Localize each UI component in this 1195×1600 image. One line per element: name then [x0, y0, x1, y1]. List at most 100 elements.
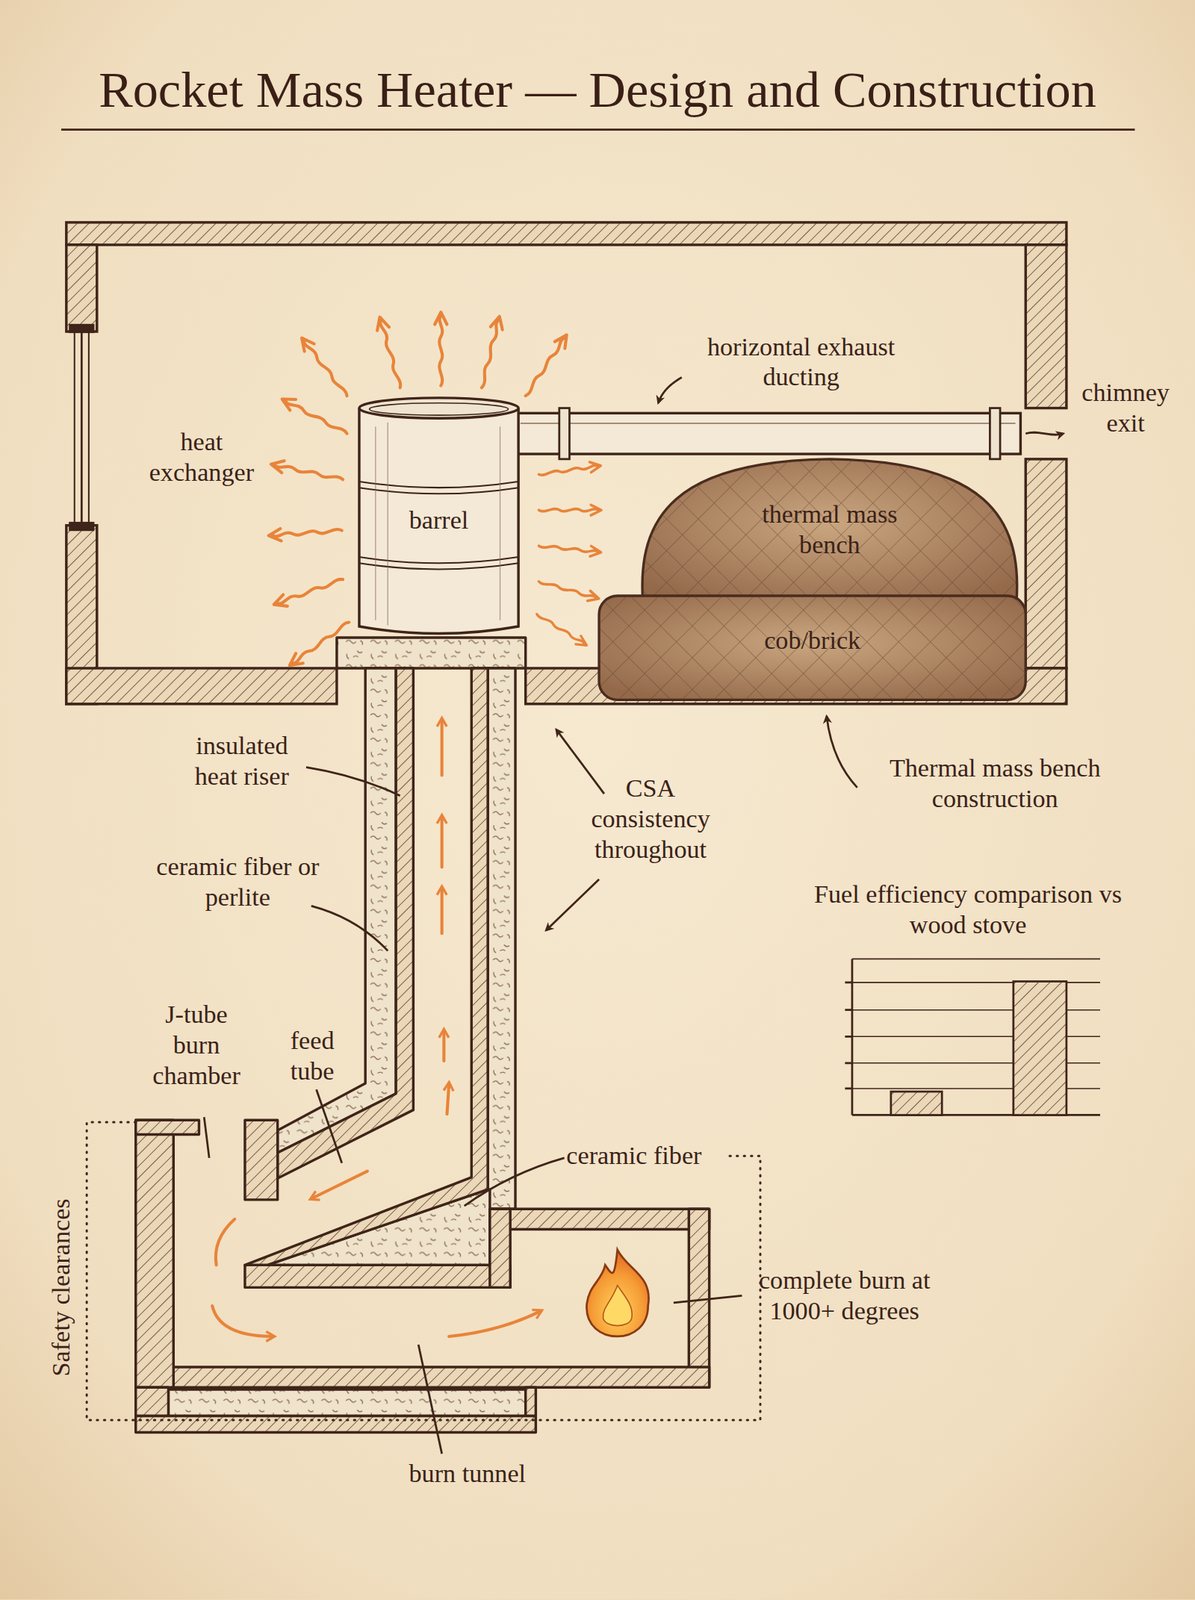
svg-use: [434, 312, 447, 386]
svg-path: [440, 719, 444, 776]
annotation-label: J-tube burn chamber: [142, 1000, 250, 1092]
svg-use: [268, 524, 343, 542]
svg-line: [73, 332, 76, 523]
svg-rect: [135, 1367, 710, 1388]
svg-path: [464, 1158, 565, 1207]
annotation-label: Safety clearances: [45, 1175, 77, 1401]
svg-svg: [634, 454, 1025, 604]
exhaust-pipe: [515, 408, 1064, 460]
svg-use: [374, 315, 407, 390]
svg-path: [545, 879, 599, 931]
svg-path: [442, 1030, 446, 1062]
svg-path: [203, 1117, 210, 1159]
svg-path: [215, 1219, 235, 1266]
svg-path: [844, 982, 853, 1089]
svg-path: [446, 1083, 449, 1115]
svg-path: [311, 1171, 368, 1200]
svg-rect: [598, 596, 1026, 700]
svg-rect: [891, 1091, 942, 1116]
annotation-label: feed tube: [277, 1025, 348, 1087]
svg-path: [586, 1250, 649, 1337]
svg-use: [538, 504, 602, 516]
svg-rect: [168, 1389, 526, 1417]
svg-use: [475, 315, 506, 390]
flame: [586, 1250, 649, 1337]
svg-ellipse: [359, 398, 519, 419]
svg-path: [556, 729, 605, 794]
svg-rect: [487, 668, 516, 1210]
svg-rect: [66, 222, 1067, 245]
svg-path: [440, 888, 444, 934]
svg-path: [673, 1295, 743, 1304]
annotation-label: horizontal exhaust ducting: [683, 331, 918, 393]
svg-rect: [69, 522, 95, 532]
bench-base-node: cob/brick: [596, 593, 1028, 703]
svg-rect: [66, 244, 98, 332]
annotation-label: Thermal mass bench construction: [857, 752, 1134, 815]
svg-line: [852, 958, 1101, 961]
svg-rect: [244, 1265, 511, 1288]
svg-path: [657, 377, 682, 404]
svg-rect: [66, 668, 337, 705]
svg-rect: [559, 408, 570, 460]
diagram-title: Rocket Mass Heater — Design and Construc…: [0, 59, 1195, 121]
svg-path: [311, 905, 388, 951]
svg-rect: [135, 1120, 175, 1388]
svg-rect: [525, 1387, 537, 1417]
annotation-label: CSA consistency throughout: [576, 773, 725, 866]
svg-use: [537, 460, 602, 480]
annotation-label: ceramic fiber or perlite: [155, 852, 321, 914]
node-label: cob/brick: [659, 625, 966, 657]
bench-mound-node: thermal mass bench: [634, 454, 1025, 604]
annotation-label: Fuel efficiency comparison vs wood stove: [812, 879, 1125, 942]
svg-use: [297, 334, 352, 401]
svg-rect: [1013, 981, 1067, 1116]
svg-polygon: [277, 668, 397, 1154]
annotation-label: heat exchanger: [137, 426, 266, 488]
svg-path: [359, 481, 519, 570]
rocket-core: [135, 637, 710, 1433]
svg-ellipse: [369, 403, 509, 416]
svg-path: [359, 408, 519, 635]
svg-path: [306, 767, 401, 797]
heat-waves: [268, 312, 602, 671]
svg-path: [826, 716, 858, 788]
svg-rect: [989, 408, 1001, 460]
svg-rect: [598, 596, 1026, 700]
svg-path: [418, 1345, 442, 1455]
svg-path: [212, 1306, 274, 1337]
annotation-label: ceramic fiber: [566, 1141, 740, 1172]
room-walls: [66, 222, 1067, 705]
svg-use: [271, 573, 346, 611]
node-label: barrel: [362, 504, 516, 536]
svg-rect: [69, 324, 95, 334]
svg-use: [538, 540, 602, 558]
svg-path: [642, 459, 1018, 602]
svg-rect: [1025, 244, 1067, 409]
svg-rect: [489, 1209, 511, 1288]
svg-rect: [135, 1416, 537, 1434]
svg-rect: [489, 1209, 710, 1230]
node-label: thermal mass bench: [737, 498, 922, 561]
efficiency-chart: [844, 958, 1101, 1116]
svg-line: [88, 332, 90, 523]
svg-rect: [515, 413, 1021, 455]
annotation-label: burn tunnel: [395, 1459, 539, 1491]
svg-polygon: [277, 668, 414, 1179]
svg-path: [316, 1089, 343, 1163]
annotation-label: complete burn at 1000+ degrees: [740, 1265, 950, 1327]
svg-rect: [135, 1387, 169, 1417]
svg-rect: [1025, 459, 1067, 669]
annotation-label: chimney exit: [1069, 377, 1182, 440]
barrel-node: barrel: [357, 395, 521, 639]
flow-arrows: [212, 719, 541, 1337]
svg-line: [80, 332, 83, 523]
svg-path: [642, 459, 1018, 602]
safety-clearance-outline: [86, 1122, 761, 1421]
svg-rect: [244, 1120, 278, 1201]
svg-line: [520, 422, 1016, 424]
svg-use: [534, 610, 590, 650]
svg-use: [269, 458, 345, 486]
svg-rect: [336, 637, 526, 669]
